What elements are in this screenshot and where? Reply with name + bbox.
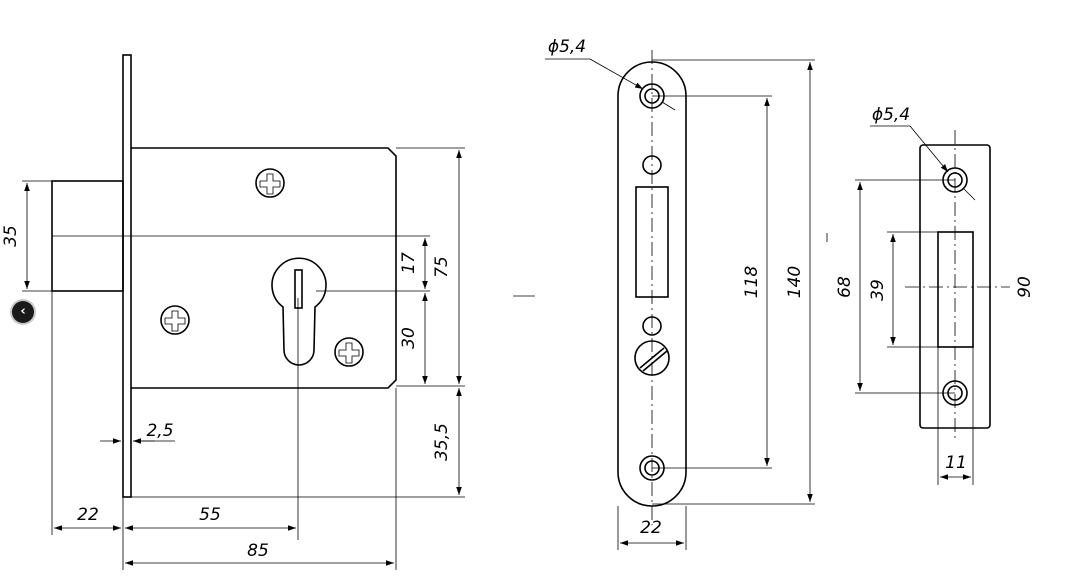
dim-22-body: 22 (77, 505, 99, 525)
dim-2-5: 2,5 (146, 421, 173, 441)
dim-17: 17 (399, 252, 419, 274)
dim-22-faceplate: 22 (640, 518, 662, 538)
dim-35: 35 (1, 225, 21, 247)
dim-85: 85 (247, 541, 269, 561)
screw-left (160, 305, 190, 335)
faceplate-hole-diameter: ϕ5,4 (548, 37, 586, 57)
dim-35-5: 35,5 (432, 423, 452, 461)
faceplate-edge (122, 54, 132, 498)
dim-39: 39 (868, 279, 888, 301)
dim-75: 75 (432, 256, 452, 278)
screw-right (334, 337, 364, 367)
dim-55: 55 (199, 505, 221, 525)
dim-90: 90 (1015, 276, 1035, 298)
dim-68: 68 (835, 276, 855, 298)
screw-top (255, 168, 285, 198)
faceplate-view: ϕ5,4 118 140 22 (545, 37, 815, 550)
cylinder-keyhole (271, 257, 327, 366)
previous-image-button[interactable]: ‹ (12, 301, 34, 323)
cylinder-cam (294, 269, 303, 309)
chevron-left-icon: ‹ (20, 304, 26, 319)
lock-body-view: 35 17 75 30 35,5 2,5 22 55 85 (1, 54, 465, 570)
strike-plate-view: ϕ5,4 68 39 90 11 (835, 105, 1035, 485)
strike-opening (937, 231, 974, 348)
dim-118: 118 (742, 266, 762, 299)
strike-hole-diameter: ϕ5,4 (872, 105, 910, 125)
dim-11: 11 (945, 453, 967, 473)
dim-140: 140 (785, 266, 805, 298)
lock-case (131, 147, 397, 389)
dim-30: 30 (399, 327, 419, 349)
